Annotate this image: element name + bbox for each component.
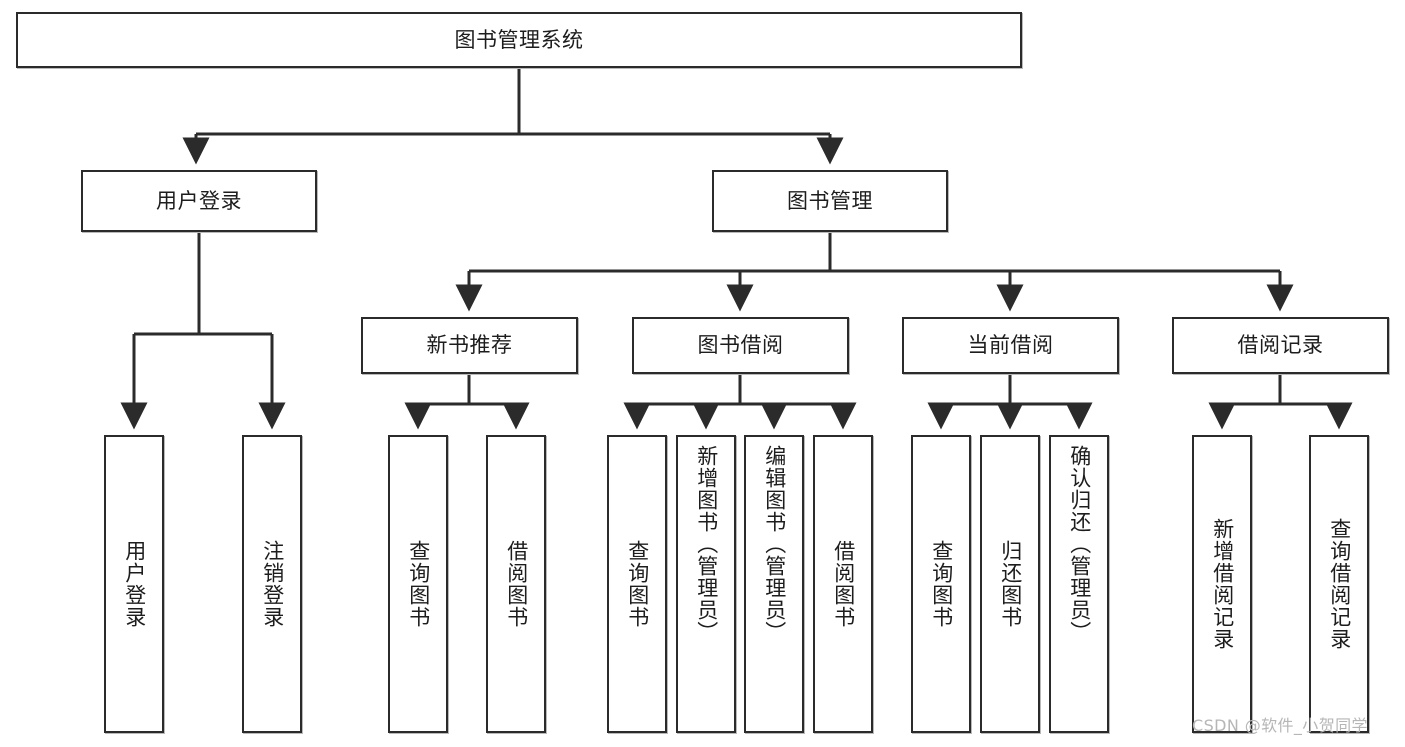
node-leaf-return-book[interactable]: 归还图书 (980, 435, 1040, 733)
node-leaf-edit-book[interactable]: 编辑图书（管理员） (744, 435, 804, 733)
node-borrow-record-label: 借阅记录 (1237, 333, 1324, 358)
node-leaf-query-record[interactable]: 查询借阅记录 (1309, 435, 1369, 733)
node-leaf-query-book-2-label: 查询图书 (625, 540, 650, 628)
node-leaf-confirm-return-label: 确认归还（管理员） (1067, 445, 1092, 643)
node-leaf-query-book-2[interactable]: 查询图书 (607, 435, 667, 733)
watermark-text: CSDN @软件_小贺同学 (1192, 716, 1368, 735)
node-leaf-borrow-book-1-label: 借阅图书 (504, 540, 529, 628)
node-book-manage[interactable]: 图书管理 (712, 170, 948, 232)
node-leaf-return-book-label: 归还图书 (998, 540, 1023, 628)
node-leaf-logout-label: 注销登录 (260, 540, 285, 628)
node-leaf-user-login-label: 用户登录 (122, 540, 147, 628)
node-book-borrow-label: 图书借阅 (697, 333, 784, 358)
node-leaf-query-book-3-label: 查询图书 (929, 540, 954, 628)
node-leaf-query-record-label: 查询借阅记录 (1327, 518, 1352, 650)
node-book-borrow[interactable]: 图书借阅 (632, 317, 849, 374)
node-leaf-logout[interactable]: 注销登录 (242, 435, 302, 733)
node-borrow-record[interactable]: 借阅记录 (1172, 317, 1389, 374)
node-new-book-recommend-label: 新书推荐 (426, 333, 513, 358)
node-leaf-add-book-label: 新增图书（管理员） (694, 445, 719, 643)
node-leaf-confirm-return[interactable]: 确认归还（管理员） (1049, 435, 1109, 733)
node-root-label: 图书管理系统 (454, 27, 584, 52)
node-leaf-borrow-book-2[interactable]: 借阅图书 (813, 435, 873, 733)
node-leaf-query-book-1[interactable]: 查询图书 (388, 435, 448, 733)
node-current-borrow-label: 当前借阅 (967, 333, 1054, 358)
node-user-login-label: 用户登录 (156, 188, 242, 213)
node-new-book-recommend[interactable]: 新书推荐 (361, 317, 578, 374)
node-leaf-user-login[interactable]: 用户登录 (104, 435, 164, 733)
node-leaf-query-book-1-label: 查询图书 (406, 540, 431, 628)
node-leaf-add-book[interactable]: 新增图书（管理员） (676, 435, 736, 733)
node-root[interactable]: 图书管理系统 (16, 12, 1022, 68)
node-leaf-add-record[interactable]: 新增借阅记录 (1192, 435, 1252, 733)
node-leaf-query-book-3[interactable]: 查询图书 (911, 435, 971, 733)
node-leaf-borrow-book-2-label: 借阅图书 (831, 540, 856, 628)
node-user-login[interactable]: 用户登录 (81, 170, 317, 232)
node-book-manage-label: 图书管理 (787, 188, 873, 213)
node-current-borrow[interactable]: 当前借阅 (902, 317, 1119, 374)
node-leaf-borrow-book-1[interactable]: 借阅图书 (486, 435, 546, 733)
node-leaf-edit-book-label: 编辑图书（管理员） (762, 445, 787, 643)
node-leaf-add-record-label: 新增借阅记录 (1210, 518, 1235, 650)
